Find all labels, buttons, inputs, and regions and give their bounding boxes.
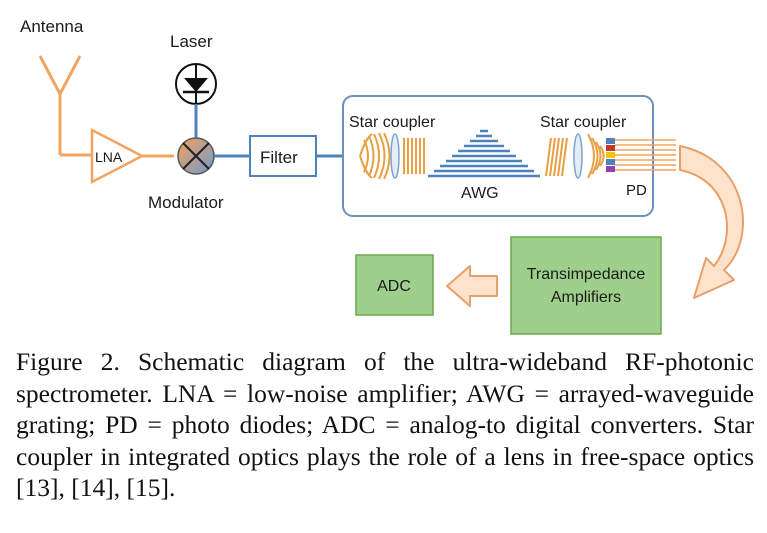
curved-arrow-icon	[679, 145, 744, 299]
star-coupler-left-lens	[390, 133, 400, 179]
antenna-label: Antenna	[20, 17, 84, 36]
waveguide-bundle-left	[403, 138, 425, 174]
photodiode-array	[606, 138, 615, 172]
awg-waveguides	[428, 129, 540, 178]
awg-label: AWG	[461, 185, 499, 202]
star-coupler-right	[587, 133, 605, 179]
modulator-label: Modulator	[148, 193, 224, 212]
modulator-icon	[177, 137, 215, 175]
transimpedance-amplifier-box	[510, 236, 662, 335]
pd-output-lines	[615, 139, 676, 171]
tia-label-line1: Transimpedance	[527, 266, 646, 283]
adc-box	[355, 254, 434, 316]
tia-label-line2: Amplifiers	[551, 289, 621, 306]
pd-label: PD	[626, 182, 647, 199]
figure-caption: Figure 2. Schematic diagram of the ultra…	[16, 347, 754, 502]
star-coupler-right-lens	[573, 133, 583, 179]
spectrometer-schematic: Antenna LNA Laser Modulator Filter Star …	[20, 17, 744, 335]
star-coupler-left-label: Star coupler	[349, 114, 436, 131]
lna-amplifier	[90, 127, 145, 185]
left-arrow-icon	[446, 265, 498, 307]
filter-label: Filter	[260, 148, 298, 167]
adc-label: ADC	[377, 278, 411, 295]
star-coupler-left	[359, 132, 391, 180]
laser-diode-icon	[175, 63, 217, 105]
star-coupler-right-label: Star coupler	[540, 114, 627, 131]
laser-label: Laser	[170, 32, 213, 51]
waveguide-bundle-right	[545, 137, 568, 177]
antenna-icon	[38, 55, 92, 157]
lna-label: LNA	[95, 149, 123, 165]
